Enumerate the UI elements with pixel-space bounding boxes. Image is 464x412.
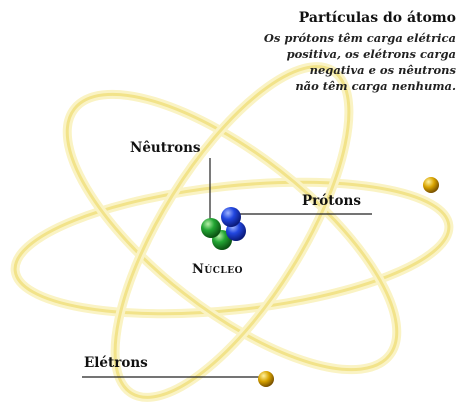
neutron-particle [201, 218, 221, 238]
description-line: positiva, os elétrons carga [286, 47, 456, 61]
nucleus-label: Núcleo [192, 262, 243, 277]
orbit-tilted-left-core [65, 92, 399, 372]
description-line: não têm carga nenhuma. [295, 79, 456, 93]
electron-particle [423, 177, 439, 193]
electrons-label: Elétrons [84, 355, 148, 371]
protons-label: Prótons [302, 193, 361, 209]
description-line: negativa e os nêutrons [309, 63, 456, 77]
leader-lines [82, 158, 372, 378]
proton-particle [221, 207, 241, 227]
orbit-horizontal-core [13, 180, 451, 316]
description-line: Os prótons têm carga elétrica [263, 31, 456, 45]
electron-particle [258, 371, 274, 387]
nucleus [201, 207, 246, 250]
orbit-tilted-right-core [113, 65, 351, 399]
neutrons-label: Nêutrons [130, 140, 201, 156]
orbits [10, 62, 454, 402]
diagram-description: Os prótons têm carga elétrica positiva, … [206, 30, 456, 94]
diagram-title: Partículas do átomo [298, 10, 456, 26]
